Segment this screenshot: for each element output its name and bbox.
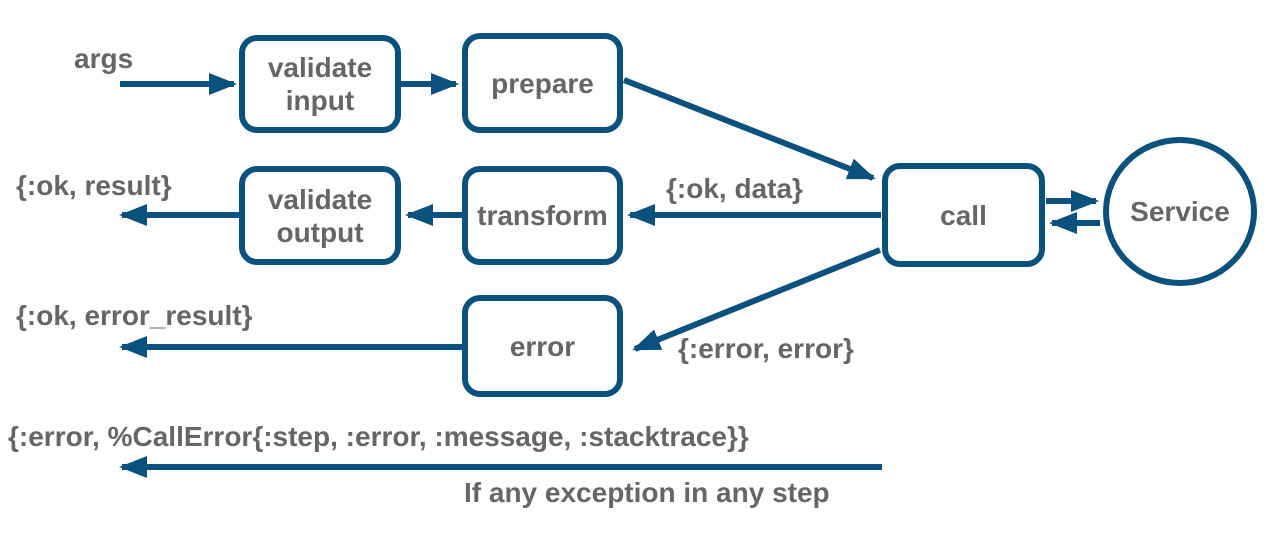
node-prepare-label: prepare [491, 67, 594, 99]
label-ok-data: {:ok, data} [666, 173, 803, 204]
node-validate-output: validate output [239, 166, 401, 265]
node-service: Service [1103, 137, 1257, 286]
label-call-error: {:error, %CallError{:step, :error, :mess… [8, 421, 749, 452]
node-call: call [882, 163, 1045, 267]
edge-prepare-to-call [622, 77, 876, 181]
label-ok-result: {:ok, result} [16, 170, 172, 201]
label-exception-note: If any exception in any step [464, 477, 830, 508]
node-call-label: call [940, 199, 987, 231]
node-validate-input: validate input [239, 35, 401, 133]
node-validate-input-label-line1: validate [267, 52, 373, 83]
label-args: args [74, 43, 134, 74]
label-ok-error-result: {:ok, error_result} [16, 300, 253, 331]
label-error-error: {:error, error} [678, 333, 854, 364]
node-validate-output-label-line1: validate [267, 183, 373, 215]
node-transform-label: transform [477, 200, 608, 231]
node-prepare: prepare [462, 33, 623, 133]
edge-call-to-error [632, 247, 882, 352]
node-error-label: error [509, 330, 576, 362]
node-validate-output-label-line2: output [276, 216, 364, 248]
node-transform: transform [462, 166, 623, 265]
node-service-label: Service [1130, 196, 1230, 227]
node-validate-input-label-line2: input [285, 85, 355, 116]
node-error: error [462, 295, 623, 397]
